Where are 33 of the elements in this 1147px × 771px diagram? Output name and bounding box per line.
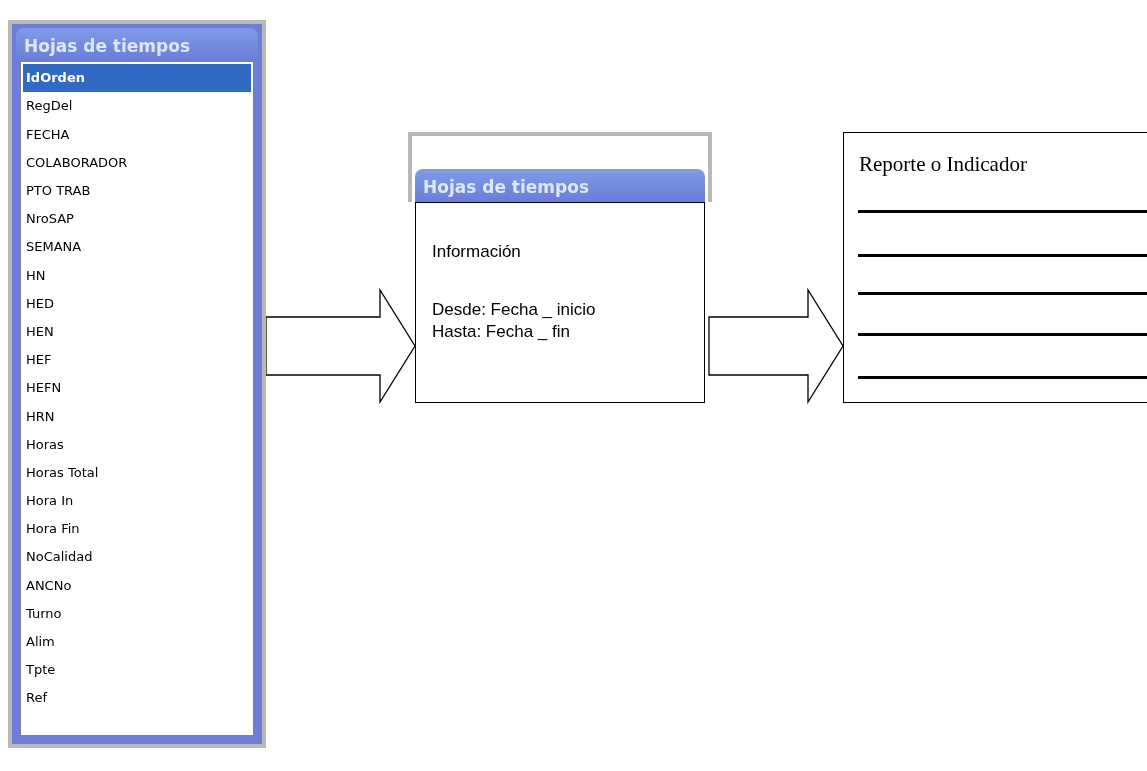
list-item: Alim xyxy=(25,633,56,651)
list-item: HEFN xyxy=(25,379,63,398)
list-window xyxy=(8,20,266,748)
info-text: Información xyxy=(432,241,522,263)
selected-list-item: IdOrden xyxy=(23,64,251,93)
list-item: PTO TRAB xyxy=(25,182,92,200)
list-item: SEMANA xyxy=(25,238,83,257)
list-item: HN xyxy=(25,266,47,285)
list-item: Ref xyxy=(25,689,49,708)
info-text: Hasta: Fecha _ fin xyxy=(432,321,571,343)
list-item: HRN xyxy=(25,407,56,426)
list-item: Turno xyxy=(25,604,63,623)
list-item: Horas xyxy=(25,435,65,454)
list-item: Hora Fin xyxy=(25,520,81,539)
list-item: NoCalidad xyxy=(25,548,94,567)
list-item: COLABORADOR xyxy=(25,153,129,172)
list-item: ANCNo xyxy=(25,576,73,595)
block-arrow xyxy=(265,287,416,405)
list-item: HED xyxy=(25,294,55,313)
info-card xyxy=(408,132,712,403)
list-item: RegDel xyxy=(25,97,74,116)
list-item: Horas Total xyxy=(25,463,100,482)
list-item: NroSAP xyxy=(25,210,75,229)
window-title-bar: Hojas de tiempos xyxy=(415,168,705,202)
list-item: Hora In xyxy=(25,492,75,511)
list-item: Tpte xyxy=(25,661,57,680)
list-item: FECHA xyxy=(25,125,71,144)
list-item: HEF xyxy=(25,351,53,370)
list-item: HEN xyxy=(25,322,55,341)
report-title: Reporte o Indicador xyxy=(859,151,1028,178)
report-box xyxy=(843,132,1147,403)
info-text: Desde: Fecha _ inicio xyxy=(432,299,597,321)
block-arrow xyxy=(708,287,844,405)
